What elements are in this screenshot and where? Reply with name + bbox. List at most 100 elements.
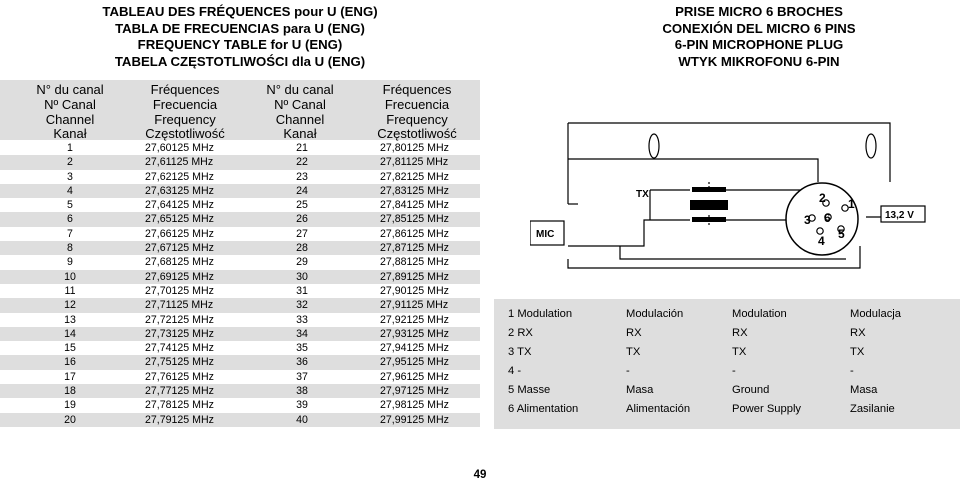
frequency-value: 27,85125 MHz: [380, 213, 449, 226]
header-text: Frequency: [386, 111, 448, 127]
frequency-value: 27,70125 MHz: [145, 284, 214, 297]
pin-row: 5 Masse Masa Ground Masa: [494, 381, 960, 400]
frequency-value: 27,65125 MHz: [145, 213, 214, 226]
pin-function-text: 5 Masse: [508, 384, 551, 396]
pin-function-text: Modulacja: [850, 308, 901, 320]
channel-number: 32: [296, 299, 308, 312]
channel-number: 12: [64, 299, 76, 312]
frequency-value: 27,89125 MHz: [380, 270, 449, 283]
frequency-value: 27,78125 MHz: [145, 399, 214, 412]
wire-ground: [619, 246, 846, 260]
header-channel-2: N° du canal Nº Canal Channel Kanał: [250, 82, 350, 142]
frequency-value: 27,88125 MHz: [380, 256, 449, 269]
header-text: Channel: [45, 111, 95, 127]
pin-function-text: Ground: [732, 384, 770, 396]
frequency-value: 27,94125 MHz: [380, 342, 449, 355]
header-text: Kanał: [283, 126, 317, 142]
pin-function-text: TX: [850, 346, 865, 358]
channel-number: 26: [296, 213, 308, 226]
mic-box: [530, 220, 565, 246]
pin-function-text: 6 Alimentation: [508, 403, 579, 415]
channel-number: 4: [67, 184, 73, 197]
channel-number: 24: [296, 184, 308, 197]
pin-label-2: 2: [819, 191, 826, 205]
channel-number: 11: [64, 284, 76, 297]
pin-function-text: Masa: [626, 384, 654, 396]
pin-function-text: RX: [732, 327, 748, 339]
cable-sleeve-left: [648, 133, 660, 159]
channel-number: 20: [64, 413, 76, 426]
channel-number: 5: [67, 199, 73, 212]
channel-number: 25: [296, 199, 308, 212]
pin-function-text: TX: [732, 346, 747, 358]
table-row: 3 27,62125 MHz 23 27,82125 MHz: [0, 170, 480, 184]
title-line-pl: TABELA CZĘSTOTLIWOŚCI dla U (ENG): [114, 53, 366, 69]
channel-number: 33: [296, 313, 308, 326]
pin-label-1: 1: [848, 197, 855, 211]
pin-function-text: RX: [850, 327, 866, 339]
header-text: Nº Canal: [274, 96, 326, 112]
voltage-box: [880, 205, 926, 223]
channel-number: 7: [67, 227, 73, 240]
channel-number: 23: [296, 170, 308, 183]
frequency-value: 27,99125 MHz: [380, 413, 449, 426]
mic-label: MIC: [536, 229, 554, 240]
channel-number: 31: [296, 284, 308, 297]
channel-number: 40: [296, 413, 308, 426]
pin-label-5: 5: [838, 227, 845, 241]
connector-pins: [808, 199, 849, 235]
header-text: Fréquences: [382, 82, 452, 97]
channel-number: 13: [64, 313, 76, 326]
pin-function-text: RX: [626, 327, 642, 339]
title-line-fr: TABLEAU DES FRÉQUENCES pour U (ENG): [102, 4, 378, 19]
pin-function-text: TX: [626, 346, 641, 358]
header-channel-1: N° du canal Nº Canal Channel Kanał: [20, 82, 120, 142]
frequency-value: 27,67125 MHz: [145, 242, 214, 255]
title-line-es: TABLA DE FRECUENCIAS para U (ENG): [115, 20, 365, 36]
channel-number: 29: [296, 256, 308, 269]
connector-body: [785, 182, 859, 256]
frequency-value: 27,63125 MHz: [145, 184, 214, 197]
frequency-value: 27,61125 MHz: [145, 156, 214, 169]
frequency-value: 27,82125 MHz: [380, 170, 449, 183]
channel-number: 35: [296, 342, 308, 355]
channel-number: 3: [67, 170, 73, 183]
channel-number: 36: [296, 356, 308, 369]
frequency-value: 27,79125 MHz: [145, 413, 214, 426]
mic-plug-title: PRISE MICRO 6 BROCHES CONEXIÓN DEL MICRO…: [596, 4, 922, 70]
channel-number: 18: [64, 385, 76, 398]
pin-function-text: 4 -: [508, 365, 522, 377]
channel-number: 28: [296, 242, 308, 255]
header-frequency-1: Fréquences Frecuencia Frequency Częstotl…: [130, 82, 240, 142]
header-text: Frecuencia: [152, 96, 218, 112]
pin-function-text: Zasilanie: [850, 403, 895, 415]
title-line-es: CONEXIÓN DEL MICRO 6 PINS: [662, 20, 856, 36]
pin-function-text: Alimentación: [626, 403, 691, 415]
mic-wiring-diagram: MIC TX 1 2 3 4 5 6 13,2 V: [530, 122, 926, 269]
header-text: Częstotliwość: [145, 126, 225, 142]
frequency-value: 27,81125 MHz: [380, 156, 449, 169]
channel-number: 39: [296, 399, 308, 412]
pin-function-text: Masa: [850, 384, 878, 396]
header-text: Frecuencia: [384, 96, 450, 112]
header-text: Nº Canal: [44, 96, 96, 112]
frequency-value: 27,62125 MHz: [145, 170, 214, 183]
channel-number: 34: [296, 327, 308, 340]
channel-number: 2: [67, 156, 73, 169]
channel-number: 6: [67, 213, 73, 226]
channel-number: 21: [296, 142, 308, 154]
